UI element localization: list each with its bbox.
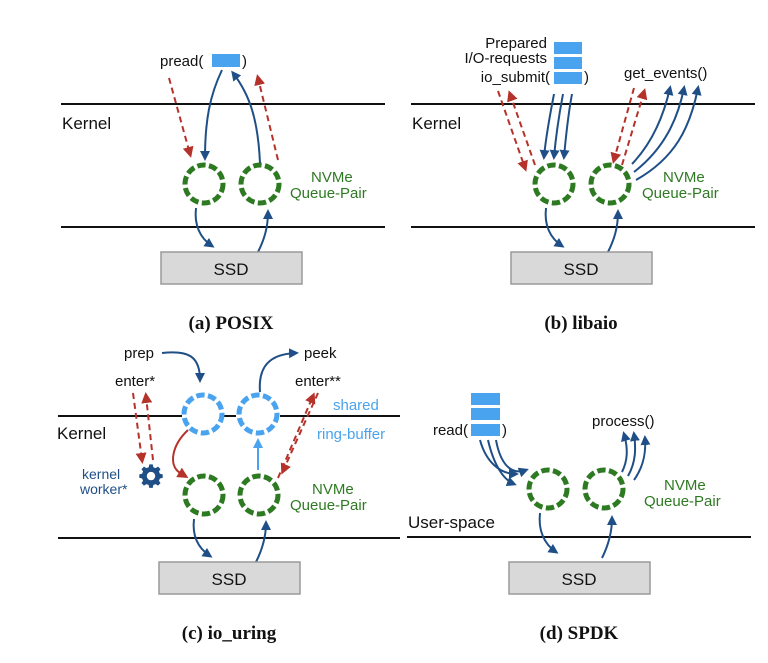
syscall-return-arrow bbox=[254, 74, 279, 161]
panel-spdk: User-space read( ) process() NVMe Queue-… bbox=[407, 393, 751, 644]
submit-flow-arrow bbox=[539, 93, 555, 160]
ssd-label: SSD bbox=[564, 260, 599, 279]
gear-icon bbox=[139, 464, 163, 488]
io-buffer bbox=[471, 393, 500, 405]
enter2-label: enter** bbox=[295, 373, 341, 390]
prep-flow-arrow bbox=[161, 351, 205, 383]
read-call-close: ) bbox=[502, 422, 507, 439]
completion-flow-arrow bbox=[627, 431, 640, 477]
completion-flow-arrow bbox=[633, 435, 651, 481]
submission-queue-ring bbox=[182, 162, 226, 206]
read-call-label: read( bbox=[433, 422, 468, 439]
io-buffer bbox=[554, 57, 582, 69]
ssd-device bbox=[508, 561, 651, 595]
caption-libaio: (b) libaio bbox=[544, 313, 617, 334]
queue-pair-label: Queue-Pair bbox=[642, 185, 719, 202]
kernel-layer-label: Kernel bbox=[57, 424, 106, 443]
submission-queue-ring bbox=[182, 473, 226, 517]
panel-libaio: Kernel Prepared I/O-requests io_submit( … bbox=[411, 35, 755, 334]
pread-call-close: ) bbox=[242, 53, 247, 70]
to-device-arrow bbox=[538, 512, 559, 554]
ring-buffer-label: ring-buffer bbox=[317, 426, 385, 443]
nvme-label: NVMe bbox=[312, 481, 354, 498]
submit-flow-arrow bbox=[487, 439, 517, 487]
from-device-arrow bbox=[257, 209, 273, 253]
to-device-arrow bbox=[544, 207, 565, 248]
syscall-enter-arrow bbox=[610, 87, 635, 164]
ssd-device bbox=[160, 251, 303, 285]
syscall-return-arrow bbox=[141, 392, 154, 461]
panel-io-uring: Kernel prep peek enter* enter** shared r… bbox=[57, 345, 400, 644]
prep-label: prep bbox=[124, 345, 154, 362]
to-device-arrow bbox=[194, 207, 215, 248]
kernel-layer-label: Kernel bbox=[62, 114, 111, 133]
submission-queue-ring bbox=[532, 162, 576, 206]
queue-pair-label: Queue-Pair bbox=[290, 185, 367, 202]
prepared-label: Prepared bbox=[485, 35, 547, 52]
ssd-label: SSD bbox=[212, 570, 247, 589]
submit-flow-arrow bbox=[549, 93, 564, 160]
completion-queue-ring bbox=[588, 162, 632, 206]
process-label: process() bbox=[592, 413, 655, 430]
syscall-enter-arrow bbox=[497, 90, 528, 172]
nvme-label: NVMe bbox=[664, 477, 706, 494]
io-buffer bbox=[471, 424, 500, 436]
to-device-arrow bbox=[192, 518, 213, 558]
peek-flow-arrow bbox=[258, 348, 299, 393]
queue-pair-label: Queue-Pair bbox=[290, 497, 367, 514]
panel-posix: Kernel pread( ) NVMe Queue-Pair SSD (a) … bbox=[61, 53, 385, 334]
syscall-enter-arrow bbox=[132, 392, 147, 464]
nvme-label: NVMe bbox=[663, 169, 705, 186]
completion-flow-arrow bbox=[635, 85, 702, 181]
io-submit-close: ) bbox=[584, 69, 589, 86]
submit-flow-arrow bbox=[495, 439, 529, 478]
nvme-label: NVMe bbox=[311, 169, 353, 186]
io-buffer bbox=[554, 42, 582, 54]
completion-queue-ring bbox=[237, 473, 281, 517]
from-device-arrow bbox=[607, 209, 623, 253]
completion-flow-arrow bbox=[621, 431, 631, 473]
shared-label: shared bbox=[333, 397, 379, 414]
completion-queue-ring bbox=[238, 162, 282, 206]
caption-io-uring: (c) io_uring bbox=[182, 623, 277, 644]
syscall-return-arrow bbox=[621, 88, 648, 166]
pread-call-label: pread( bbox=[160, 53, 203, 70]
submit-flow-arrow bbox=[479, 439, 519, 479]
ssd-device bbox=[158, 561, 301, 595]
ssd-device bbox=[510, 251, 653, 285]
peek-label: peek bbox=[304, 345, 337, 362]
return-flow-arrow bbox=[231, 70, 261, 164]
from-device-arrow bbox=[601, 515, 617, 559]
user-space-layer-label: User-space bbox=[408, 513, 495, 532]
io-submit-label: io_submit( bbox=[481, 69, 550, 86]
io-buffer bbox=[471, 408, 500, 420]
caption-posix: (a) POSIX bbox=[189, 313, 274, 334]
io-buffer bbox=[554, 72, 582, 84]
get-events-label: get_events() bbox=[624, 65, 707, 82]
completion-flow-arrow bbox=[633, 85, 688, 173]
submit-flow-arrow bbox=[200, 69, 223, 161]
kernel-layer-label: Kernel bbox=[412, 114, 461, 133]
syscall-return-arrow bbox=[507, 90, 536, 166]
syscall-enter-arrow bbox=[280, 392, 319, 475]
kernel-worker-label: kernel bbox=[82, 466, 120, 482]
submit-flow-arrow bbox=[559, 93, 573, 160]
from-device-arrow bbox=[255, 520, 271, 563]
ssd-label: SSD bbox=[562, 570, 597, 589]
submission-queue-ring bbox=[526, 467, 570, 511]
caption-spdk: (d) SPDK bbox=[540, 623, 619, 644]
completion-flow-arrow bbox=[631, 85, 674, 165]
completion-queue-ring bbox=[582, 467, 626, 511]
queue-pair-label: Queue-Pair bbox=[644, 493, 721, 510]
worker-label: worker* bbox=[79, 481, 128, 497]
kernel-poll-arrow bbox=[172, 429, 189, 479]
completion-ring-buffer bbox=[236, 392, 280, 436]
io-requests-label: I/O-requests bbox=[464, 50, 547, 67]
ssd-label: SSD bbox=[214, 260, 249, 279]
syscall-enter-arrow bbox=[168, 77, 194, 158]
syscall-return-arrow bbox=[277, 392, 316, 479]
submission-ring-buffer bbox=[181, 392, 225, 436]
enter-label: enter* bbox=[115, 373, 155, 390]
io-buffer bbox=[212, 54, 240, 67]
